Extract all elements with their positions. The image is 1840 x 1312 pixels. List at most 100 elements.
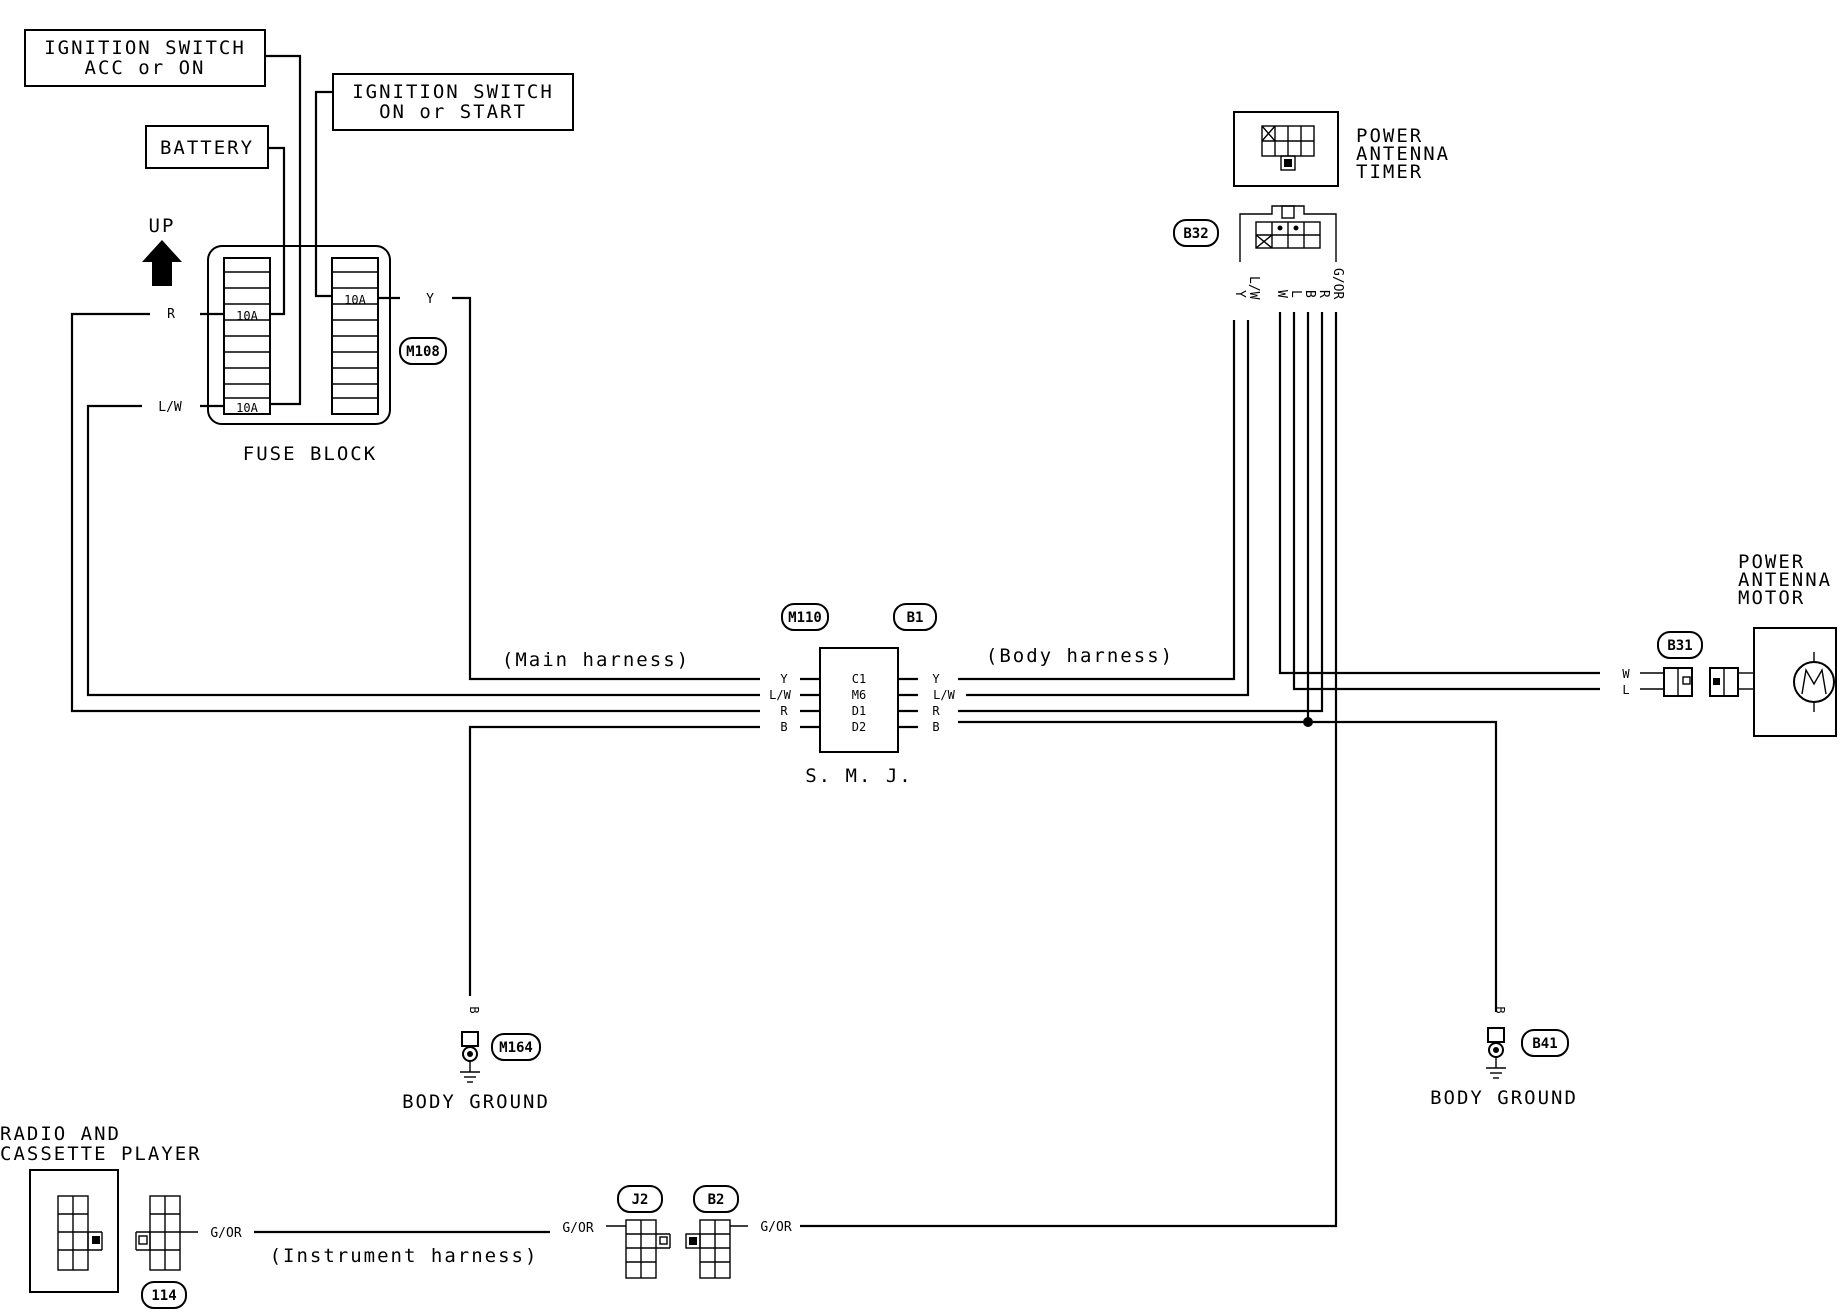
wire-r-timer [958,312,1324,713]
smj-connector [819,647,899,753]
battery-box [145,125,269,169]
connector-b2-badge [693,1185,739,1213]
pin-d1: D1 [852,704,866,718]
connector-b31: B31 [1667,638,1692,654]
timer-wire-gor: G/OR [1330,268,1345,299]
wire-ign-on [314,90,333,298]
timer-wire-b: B [1302,290,1317,298]
ignition-switch-acc-state: ACC or ON [85,57,206,79]
ignition-switch-acc-label: IGNITION SWITCH [44,37,246,59]
pin-c1: C1 [852,672,866,686]
wire-r-to-smj [70,312,760,713]
wire-lw-to-smj [86,404,760,697]
ignition-switch-on-state: ON or START [379,101,527,123]
smj-label: S. M. J. [805,765,913,787]
body-ground-label-1: BODY GROUND [402,1091,550,1113]
fuse-block-label: FUSE BLOCK [243,443,377,465]
connector-m108-badge [399,337,447,365]
connector-114-badge [141,1281,187,1309]
body-harness-label: (Body harness) [986,645,1174,667]
wire-gor-to-radio [800,312,1338,1228]
smj-right-y: Y [932,672,940,686]
motor-wire-w: W [1622,667,1630,681]
j2-wire-gor: G/OR [562,1221,593,1236]
connector-b32: B32 [1183,226,1208,242]
connector-b41: B41 [1532,1036,1557,1052]
wire-y-timer [958,320,1236,681]
timer-connector-face-icon [1261,125,1315,171]
smj-left-lw: L/W [769,688,791,702]
ground-icon-m164 [460,1031,480,1083]
motor-label-1: POWER [1738,551,1805,573]
connector-b32-badge [1173,219,1219,247]
fuse-10a-ign: 10A [344,293,366,307]
timer-label-3: TIMER [1356,161,1423,183]
connector-j2-badge [617,1185,663,1213]
wire-label-fuse-r: R [167,307,175,322]
ground-icon-b41 [1486,1027,1506,1079]
smj-right-r: R [932,704,940,718]
b32-connector-icon [1239,205,1337,262]
wire-lw-timer [966,320,1250,697]
power-antenna-timer-box [1233,111,1339,187]
fuse-10a-acc: 10A [236,401,258,415]
ignition-switch-acc-box [24,29,266,87]
instrument-harness-label: (Instrument harness) [270,1245,539,1267]
radio-label-1: RADIO AND [0,1123,121,1145]
wire-l-to-motor [1292,312,1600,691]
ignition-switch-on-label: IGNITION SWITCH [352,81,554,103]
timer-wire-r: R [1316,290,1331,298]
radio-cassette-player-box [29,1169,119,1293]
main-harness-label: (Main harness) [502,649,690,671]
connector-b2: B2 [708,1192,725,1208]
wire-label-fuse-lw: L/W [158,400,182,415]
timer-label-1: POWER [1356,125,1423,147]
smj-left-r: R [780,704,788,718]
connector-m164: M164 [499,1040,533,1056]
motor-label-3: MOTOR [1738,587,1805,609]
motor-label-2: ANTENNA [1738,569,1832,591]
timer-wire-w: W [1274,290,1289,298]
b2-connector-icon [685,1219,748,1279]
connector-m110-badge [781,603,829,631]
smj-right-b: B [932,720,939,734]
wire-battery [268,146,286,316]
up-label: UP [149,215,176,237]
connector-m110: M110 [788,610,822,626]
motor-wire-l: L [1622,683,1629,697]
timer-label-2: ANTENNA [1356,143,1450,165]
smj-left-y: Y [780,672,788,686]
body-ground-label-2: BODY GROUND [1430,1087,1578,1109]
radio-wire-gor: G/OR [210,1226,241,1241]
wire-b-to-m164 [468,725,760,996]
ignition-switch-on-box [332,73,574,131]
connector-b1-badge [893,603,937,631]
connector-j2: J2 [632,1192,649,1208]
radio-connector-face-icon [57,1195,103,1271]
radio-label-2: CASSETTE PLAYER [0,1143,202,1165]
wire-ign-acc [265,54,302,406]
connector-114-icon [135,1195,198,1271]
up-arrow-icon [142,240,182,286]
motor-icon [1793,661,1835,703]
fuse-column-right [331,257,379,415]
connector-m108: M108 [406,344,440,360]
timer-wire-l: L [1288,290,1303,298]
timer-wire-y: Y [1232,290,1247,298]
wire-b-to-b41 [958,720,1498,1012]
fuse-10a-battery: 10A [236,309,258,323]
fuse-column-left [223,257,271,415]
pin-d2: D2 [852,720,866,734]
splice-dot [1303,717,1313,727]
smj-right-lw: L/W [933,688,955,702]
ground-wire-b-2: B [1493,1006,1507,1013]
j2-connector-icon [606,1219,671,1279]
wire-label-fuse-y: Y [426,292,434,307]
battery-label: BATTERY [160,137,254,159]
b2-wire-gor: G/OR [760,1220,791,1235]
pin-m6: M6 [852,688,866,702]
b31-connector-icon [1640,667,1754,697]
connector-114: 114 [151,1288,176,1304]
wire-y-to-smj [452,296,760,681]
